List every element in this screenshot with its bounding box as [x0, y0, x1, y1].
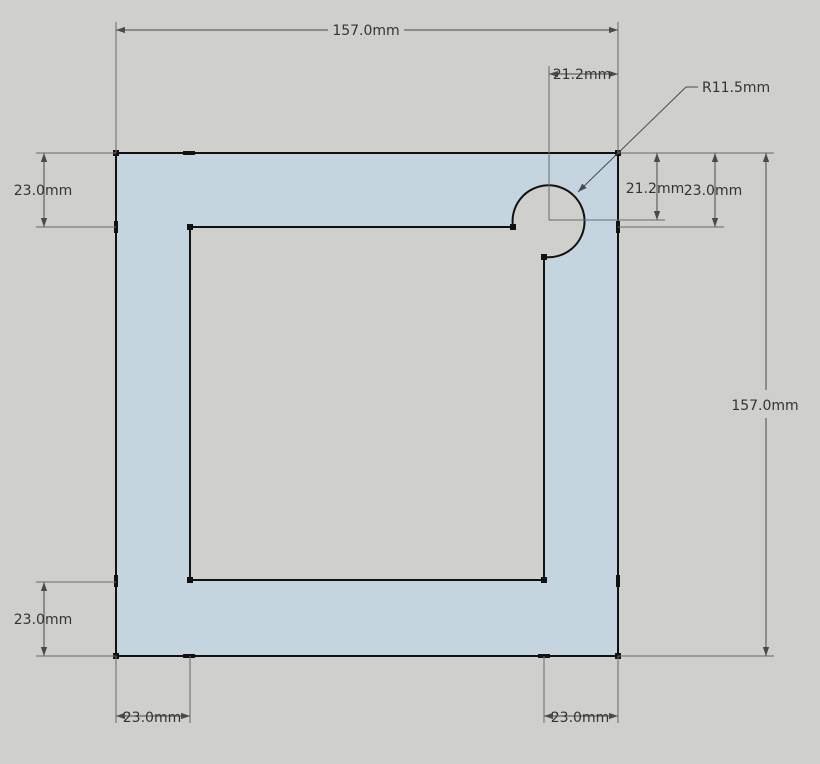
notch-arc-edge[interactable] [511, 184, 586, 259]
dim-left-top-wall-label: 23.0mm [14, 183, 72, 199]
dim-bottom-right-wall[interactable]: 23.0mm [543, 656, 619, 726]
profile-face[interactable] [116, 153, 618, 656]
dim-right-height-label: 157.0mm [731, 398, 798, 414]
dim-bottom-left-wall[interactable]: 23.0mm [115, 656, 191, 726]
dim-bottom-left-wall-label: 23.0mm [123, 710, 181, 726]
dim-notch-vertical-label: 21.2mm [626, 181, 684, 197]
dim-right-height[interactable]: 157.0mm [618, 152, 799, 657]
dim-radius-label: R11.5mm [702, 80, 770, 96]
dim-bottom-right-wall-label: 23.0mm [551, 710, 609, 726]
dim-left-bottom-wall-label: 23.0mm [14, 612, 72, 628]
dim-left-bottom-wall[interactable]: 23.0mm [14, 581, 116, 657]
dim-right-wall-vertical-label: 23.0mm [684, 183, 742, 199]
dim-radius[interactable]: R11.5mm [577, 80, 770, 193]
dim-top-width[interactable]: 157.0mm [115, 22, 619, 153]
inner-boundary-edge[interactable] [189, 226, 545, 581]
dim-left-top-wall[interactable]: 23.0mm [14, 152, 116, 228]
dim-notch-horizontal[interactable]: 21.2mm [548, 66, 618, 220]
dim-notch-vertical[interactable]: 21.2mm [590, 152, 684, 221]
dim-top-width-label: 157.0mm [332, 23, 399, 39]
dim-notch-horizontal-label: 21.2mm [553, 67, 611, 83]
dim-right-wall-vertical[interactable]: 23.0mm [618, 152, 742, 228]
outer-square-edge[interactable] [115, 152, 619, 657]
